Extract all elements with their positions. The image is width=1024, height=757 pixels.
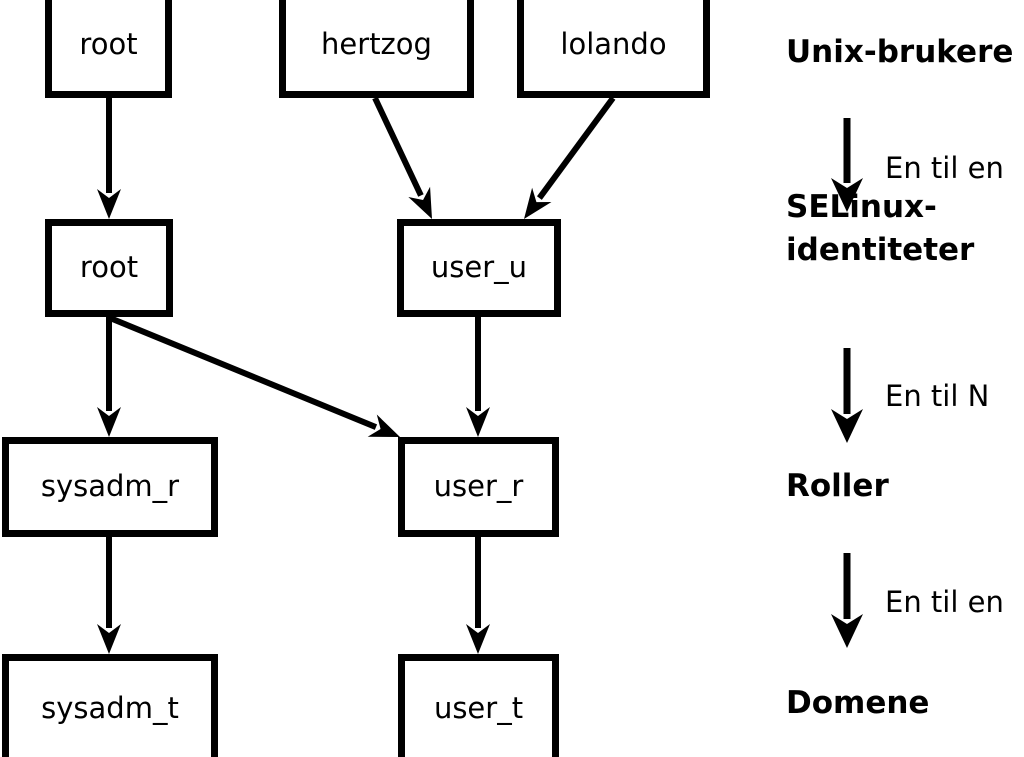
edge-arrowhead bbox=[97, 189, 121, 219]
legend-relation-roles-to-domains: En til en bbox=[831, 553, 1004, 648]
node-role_sysadm_r[interactable]: sysadm_r bbox=[2, 437, 218, 537]
node-box bbox=[397, 219, 561, 317]
edge-role_user_r-to-dom_user_t bbox=[466, 537, 490, 654]
edge-arrowhead bbox=[466, 407, 490, 437]
edge-sel_user_u-to-role_user_r bbox=[466, 317, 490, 437]
edge-shaft bbox=[372, 96, 424, 197]
legend-stage-label: Roller bbox=[786, 468, 889, 504]
legend-stage-label: Domene bbox=[786, 685, 929, 721]
legend-stage-domains: Domene bbox=[786, 685, 929, 721]
node-box bbox=[2, 437, 218, 537]
edge-role_sysadm_r-to-dom_sysadm_t bbox=[97, 537, 121, 654]
legend-stage-label: identiteter bbox=[786, 232, 975, 268]
edge-shaft bbox=[536, 96, 616, 200]
legend-arrowhead bbox=[831, 614, 863, 648]
node-label: root bbox=[79, 27, 137, 61]
edge-sel_root-to-role_sysadm_r bbox=[97, 317, 121, 437]
legend-relation-unix-to-selinux: En til en bbox=[831, 118, 1004, 212]
node-unix_root[interactable]: root bbox=[45, 0, 172, 98]
legend-relation-selinux-to-roles: En til N bbox=[831, 348, 989, 443]
node-label: lolando bbox=[560, 27, 666, 61]
node-label: root bbox=[80, 250, 138, 284]
node-box bbox=[398, 654, 559, 757]
node-box bbox=[279, 0, 474, 98]
edge-arrowhead bbox=[97, 624, 121, 654]
node-role_user_r[interactable]: user_r bbox=[398, 437, 559, 537]
node-dom_user_t[interactable]: user_t bbox=[398, 654, 559, 757]
legend-layer: Unix-brukereSELinux-identiteterRollerDom… bbox=[786, 34, 1013, 721]
legend-relation-label: En til en bbox=[885, 151, 1004, 185]
node-label: user_r bbox=[434, 469, 524, 503]
node-label: sysadm_t bbox=[41, 691, 179, 725]
node-box bbox=[517, 0, 710, 98]
node-box bbox=[398, 437, 559, 537]
legend-relation-label: En til en bbox=[885, 585, 1004, 619]
legend-relation-label: En til N bbox=[885, 379, 989, 413]
edge-sel_root-to-role_user_r bbox=[108, 315, 400, 437]
legend-stage-selinux-identities: SELinux-identiteter bbox=[786, 189, 975, 268]
edge-unix_hertzog-to-sel_user_u bbox=[372, 96, 432, 219]
legend-arrowhead bbox=[831, 409, 863, 443]
node-sel_root[interactable]: root bbox=[45, 219, 173, 317]
node-label: hertzog bbox=[321, 27, 432, 61]
node-box bbox=[45, 0, 172, 98]
node-box bbox=[2, 654, 218, 757]
edges-layer bbox=[97, 96, 616, 654]
edge-arrowhead bbox=[367, 414, 400, 437]
edge-unix_lolando-to-sel_user_u bbox=[524, 96, 616, 219]
node-label: user_u bbox=[431, 250, 527, 284]
legend-arrowhead bbox=[831, 178, 863, 212]
edge-arrowhead bbox=[97, 407, 121, 437]
edge-arrowhead bbox=[408, 186, 432, 219]
node-label: sysadm_r bbox=[41, 469, 179, 503]
node-unix_hertzog[interactable]: hertzog bbox=[279, 0, 474, 98]
legend-stage-roles: Roller bbox=[786, 468, 889, 504]
legend-stage-label: Unix-brukere bbox=[786, 34, 1013, 70]
legend-stage-unix-users: Unix-brukere bbox=[786, 34, 1013, 70]
node-label: user_t bbox=[434, 691, 523, 725]
edge-arrowhead bbox=[524, 187, 552, 219]
node-box bbox=[45, 219, 173, 317]
edge-arrowhead bbox=[466, 624, 490, 654]
edge-shaft bbox=[108, 315, 378, 430]
node-unix_lolando[interactable]: lolando bbox=[517, 0, 710, 98]
edge-unix_root-to-sel_root bbox=[97, 98, 121, 219]
node-dom_sysadm_t[interactable]: sysadm_t bbox=[2, 654, 218, 757]
legend-stage-label: SELinux- bbox=[786, 189, 937, 225]
node-sel_user_u[interactable]: user_u bbox=[397, 219, 561, 317]
